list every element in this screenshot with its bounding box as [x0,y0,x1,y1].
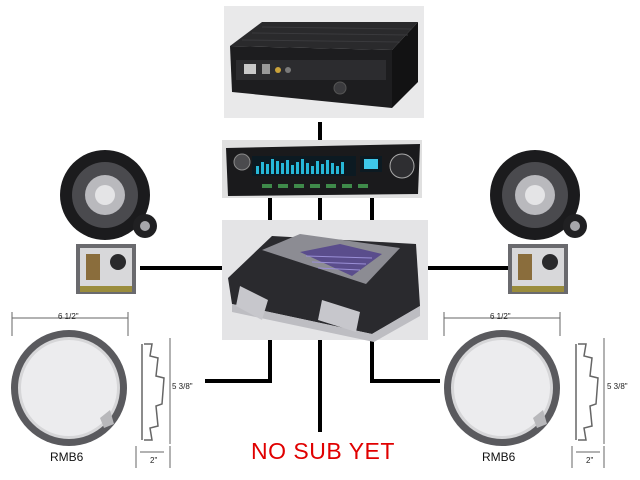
left-component-speaker [60,150,157,294]
head-unit [222,140,422,198]
wiring [140,122,508,432]
power-button-icon [333,81,347,95]
right-woofer-model: RMB6 [482,450,516,464]
wire-amp-to-left-woofer [205,340,272,383]
left-woofer [11,312,171,468]
amplifier [222,220,428,342]
equalizer-display [256,159,344,174]
volume-knob-icon [233,153,251,171]
right-woofer [443,312,605,468]
car-pc [224,6,424,118]
left-woofer-model: RMB6 [50,450,84,464]
no-sub-note: NO SUB YET [251,438,395,464]
left-woofer-depth-label: 2" [150,456,158,465]
kicker-logo-icon [100,410,114,428]
left-woofer-width-label: 6 1/2" [58,312,79,321]
right-woofer-width-label: 6 1/2" [490,312,511,321]
kicker-logo-icon [533,410,547,428]
right-woofer-height-label: 5 3/8" [607,382,628,391]
usb-port-icon [244,64,256,74]
right-component-speaker [490,150,587,294]
right-woofer-depth-label: 2" [586,456,594,465]
left-woofer-height-label: 5 3/8" [172,382,193,391]
control-pad-icon [389,153,415,179]
wire-amp-to-right-woofer [370,340,440,383]
